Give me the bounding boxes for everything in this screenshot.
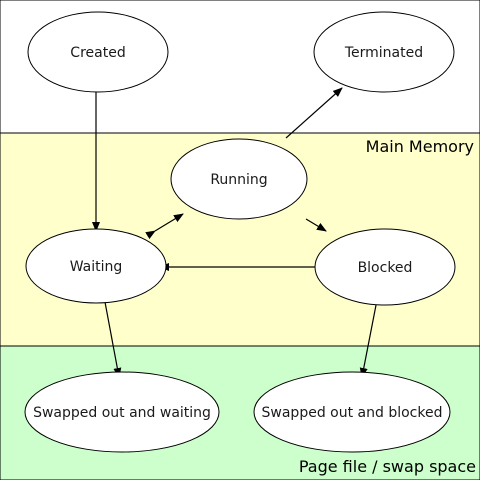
terminated-ellipse [313, 11, 455, 93]
swapped-blocked-ellipse [253, 371, 451, 453]
terminated-label: Terminated [344, 45, 423, 61]
node-blocked: Blocked [314, 228, 456, 306]
blocked-label: Blocked [358, 260, 413, 276]
swapped-waiting-label: Swapped out and waiting [33, 405, 211, 421]
node-swapped-out-and-waiting: Swapped out and waiting [24, 371, 220, 453]
blocked-ellipse [314, 228, 456, 306]
edge-running-to-terminated [285, 87, 343, 139]
running-ellipse [170, 138, 308, 220]
running-label: Running [210, 172, 267, 188]
edge-running-waiting [145, 213, 184, 240]
swapped-waiting-ellipse [24, 371, 220, 453]
edges [92, 87, 383, 378]
created-label: Created [70, 45, 125, 61]
created-ellipse [27, 11, 169, 93]
node-terminated: Terminated [313, 11, 455, 93]
node-waiting: Waiting [25, 228, 167, 304]
node-created: Created [27, 11, 169, 93]
edge-blocked-swapped-blocked [359, 290, 383, 378]
edge-running-to-blocked [305, 218, 327, 232]
edge-waiting-swapped-waiting [99, 292, 122, 378]
waiting-ellipse [25, 228, 167, 304]
main-memory-label: Main Memory [366, 137, 474, 156]
swapped-blocked-label: Swapped out and blocked [262, 405, 443, 421]
waiting-label: Waiting [70, 259, 123, 275]
swap-space-label: Page file / swap space [299, 457, 476, 476]
node-swapped-out-and-blocked: Swapped out and blocked [253, 371, 451, 453]
node-running: Running [170, 138, 308, 220]
